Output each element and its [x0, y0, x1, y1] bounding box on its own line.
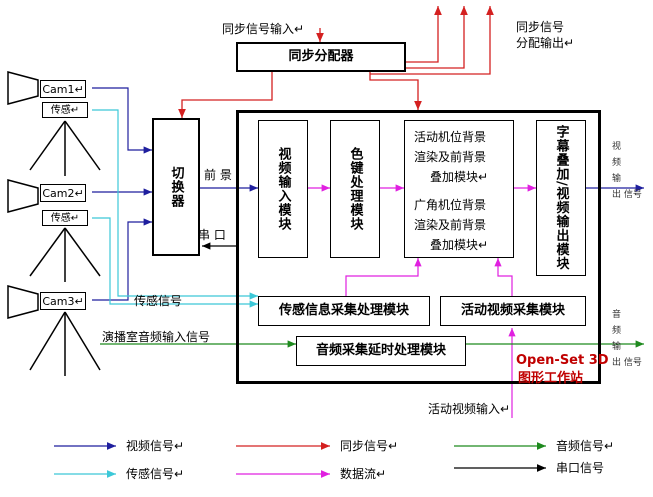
audio-out-char-2: 频 [612, 326, 622, 336]
legend-lines [54, 442, 546, 478]
audio-out-char-3: 输 [612, 342, 622, 352]
data-flow-lines [308, 184, 536, 418]
cam1-sensor: 传感↵ [42, 102, 88, 118]
sync-distributor-box: 同步分配器 [236, 42, 406, 72]
audio-out-char-1: 音 [612, 310, 622, 320]
background-render-modules [404, 120, 514, 258]
video-input-module: 视频输入模块 [258, 120, 308, 258]
video-out-char-2: 频 [612, 158, 622, 168]
legend-sensor: 传感信号↵ [126, 467, 185, 481]
sync-in-label: 同步信号输入↵ [222, 22, 305, 36]
audio-proc-module: 音频采集延时处理模块 [296, 336, 466, 366]
wide-bg-line3: 叠加模块↵ [430, 238, 489, 252]
tripod-legs [29, 120, 101, 376]
active-video-in-label: 活动视频输入↵ [428, 402, 511, 416]
wide-bg-line2: 渲染及前背景 [414, 218, 487, 232]
front-label: 前 景 [204, 168, 232, 182]
cam3-label: Cam3↵ [40, 292, 86, 310]
audio-out-char-4: 出 信号 [612, 358, 642, 368]
legend-video: 视频信号↵ [126, 439, 185, 453]
sync-out-label-2: 分配输出↵ [516, 36, 575, 50]
active-bg-line3: 叠加模块↵ [430, 170, 489, 184]
legend-dataflow: 数据流↵ [340, 467, 387, 481]
color-key-module: 色键处理模块 [330, 120, 380, 258]
sensor-proc-module: 传感信息采集处理模块 [258, 296, 430, 326]
video-out-char-1: 视 [612, 142, 622, 152]
legend-sync: 同步信号↵ [340, 439, 399, 453]
legend-audio: 音频信号↵ [556, 439, 615, 453]
camera-shapes [7, 71, 39, 319]
brand-line1: Open-Set 3D [516, 353, 609, 368]
wide-bg-line1: 广角机位背景 [414, 198, 487, 212]
switcher-box: 切换器 [152, 118, 200, 256]
brand-line2: 图形工作站 [518, 371, 584, 386]
workstation-frame [236, 110, 601, 384]
active-video-module: 活动视频采集模块 [440, 296, 586, 326]
cam1-label: Cam1↵ [40, 80, 86, 98]
serial-label: 串 口 [198, 228, 226, 242]
active-bg-line1: 活动机位背景 [414, 130, 487, 144]
studio-audio-label: 演播室音频输入信号 [102, 330, 211, 344]
video-out-char-3: 输 [612, 174, 622, 184]
video-out-char-4: 出 信号 [612, 190, 642, 200]
active-bg-line2: 渲染及前背景 [414, 150, 487, 164]
caption-output-module: 字幕叠加/视频输出模块 [536, 120, 586, 276]
cam2-sensor: 传感↵ [42, 210, 88, 226]
legend-serial: 串口信号 [556, 461, 605, 475]
sync-out-label-1: 同步信号 [516, 20, 565, 34]
sensor-lines [92, 109, 258, 308]
cam2-label: Cam2↵ [40, 184, 86, 202]
sensor-signal-label: 传感信号 [134, 294, 183, 308]
